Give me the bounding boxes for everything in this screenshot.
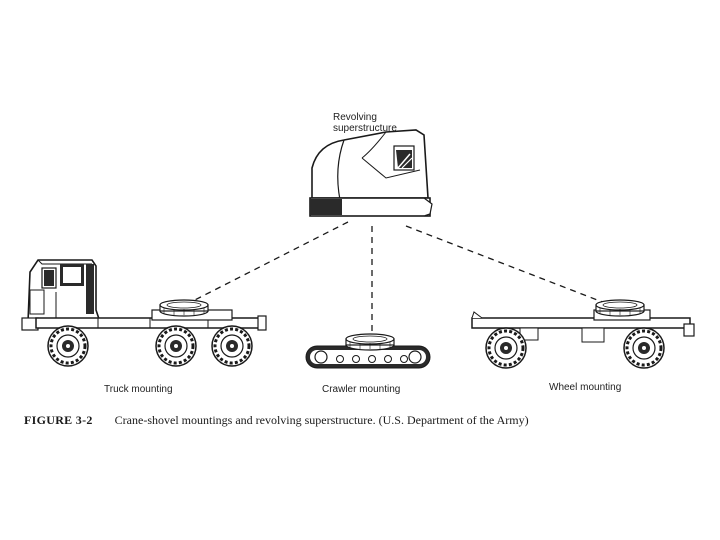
figure-number: FIGURE 3-2 [24, 413, 93, 427]
connector-lines [184, 221, 619, 334]
revolving-superstructure [309, 129, 433, 217]
wheel-mounting-label: Wheel mounting [549, 382, 622, 393]
revolving-superstructure-label: Revolving superstructure [333, 112, 397, 134]
revolving-label-line2: superstructure [333, 123, 397, 134]
truck-mounting [21, 259, 267, 368]
figure-caption: FIGURE 3-2 Crane-shovel mountings and rev… [24, 413, 529, 428]
crawler-mounting-label: Crawler mounting [322, 384, 401, 395]
crawler-mounting [305, 333, 431, 369]
wheel-mounting [471, 299, 695, 370]
revolving-label-line1: Revolving [333, 112, 377, 123]
caption-text: Crane-shovel mountings and revolving sup… [114, 413, 529, 427]
truck-mounting-label: Truck mounting [104, 384, 173, 395]
